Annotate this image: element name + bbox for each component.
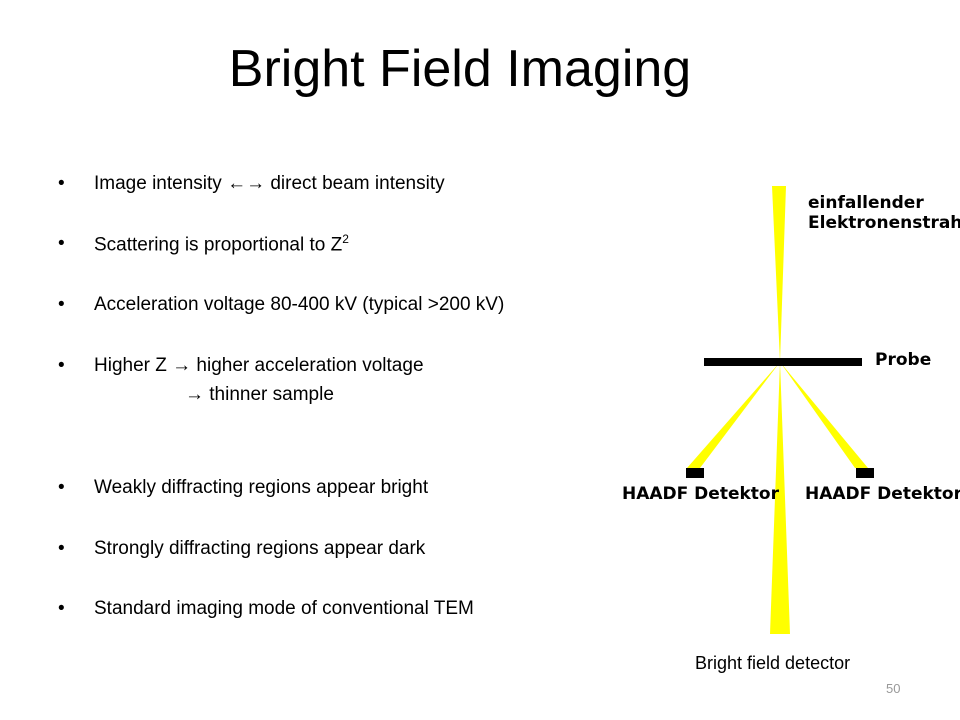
bullet-dot: •: [58, 355, 65, 376]
bright-field-detector-label: Bright field detector: [695, 653, 851, 673]
slide-title: Bright Field Imaging: [228, 40, 692, 98]
incident-beam-label-line1: einfallender: [808, 193, 924, 213]
right-arrow-icon: →: [185, 384, 204, 405]
bullet-text: Image intensity ←→ direct beam intensity: [94, 172, 445, 196]
double-arrow-icon: ←→: [227, 173, 266, 194]
bullet-dot: •: [58, 233, 65, 254]
bullet-continuation: → thinner sample: [185, 384, 334, 406]
superscript: 2: [342, 232, 349, 246]
bright-field-diagram: [686, 186, 874, 642]
bullet-text: Strongly diffracting regions appear dark: [94, 538, 426, 559]
bullet-text-part: Scattering is proportional to Z: [94, 234, 343, 256]
right-arrow-icon: →: [172, 355, 192, 376]
bullet-text: Scattering is proportional to Z2: [94, 232, 349, 257]
bullet-text: Weakly diffracting regions appear bright: [94, 477, 429, 498]
right-detector: [856, 468, 874, 478]
bullet-dot: •: [58, 477, 65, 498]
bright-field-detector: [772, 636, 790, 642]
bullet-dot: •: [58, 294, 65, 315]
scattered-beam-right: [780, 362, 868, 468]
bullet-text-part: higher acceleration voltage: [191, 355, 424, 376]
bullet-text: Higher Z → higher acceleration voltage: [94, 354, 424, 378]
bullet-dot: •: [58, 538, 65, 559]
scattered-beam-left: [687, 362, 780, 468]
incident-beam-label-line2: Elektronenstrahl: [808, 213, 960, 234]
continuation-text: thinner sample: [204, 384, 334, 405]
bullet-text: Acceleration voltage 80-400 kV (typical …: [94, 294, 505, 315]
transmitted-beam: [770, 362, 790, 634]
probe-label: Probe: [875, 350, 932, 370]
left-detector-label: HAADF Detektor: [622, 484, 779, 504]
incident-beam-label: einfallender Elektronenstrahl: [808, 193, 960, 234]
incident-beam: [772, 186, 786, 362]
bullet-dot: •: [58, 598, 65, 619]
bullet-text: Standard imaging mode of conventional TE…: [94, 598, 474, 619]
page-number: 50: [886, 681, 901, 696]
left-detector: [686, 468, 704, 478]
right-detector-label: HAADF Detektor: [805, 484, 960, 504]
bullet-text-part: Higher Z: [94, 355, 173, 376]
bullet-text-part: direct beam intensity: [265, 173, 445, 194]
bullet-dot: •: [58, 173, 65, 194]
bullet-text-part: Image intensity: [94, 173, 228, 194]
